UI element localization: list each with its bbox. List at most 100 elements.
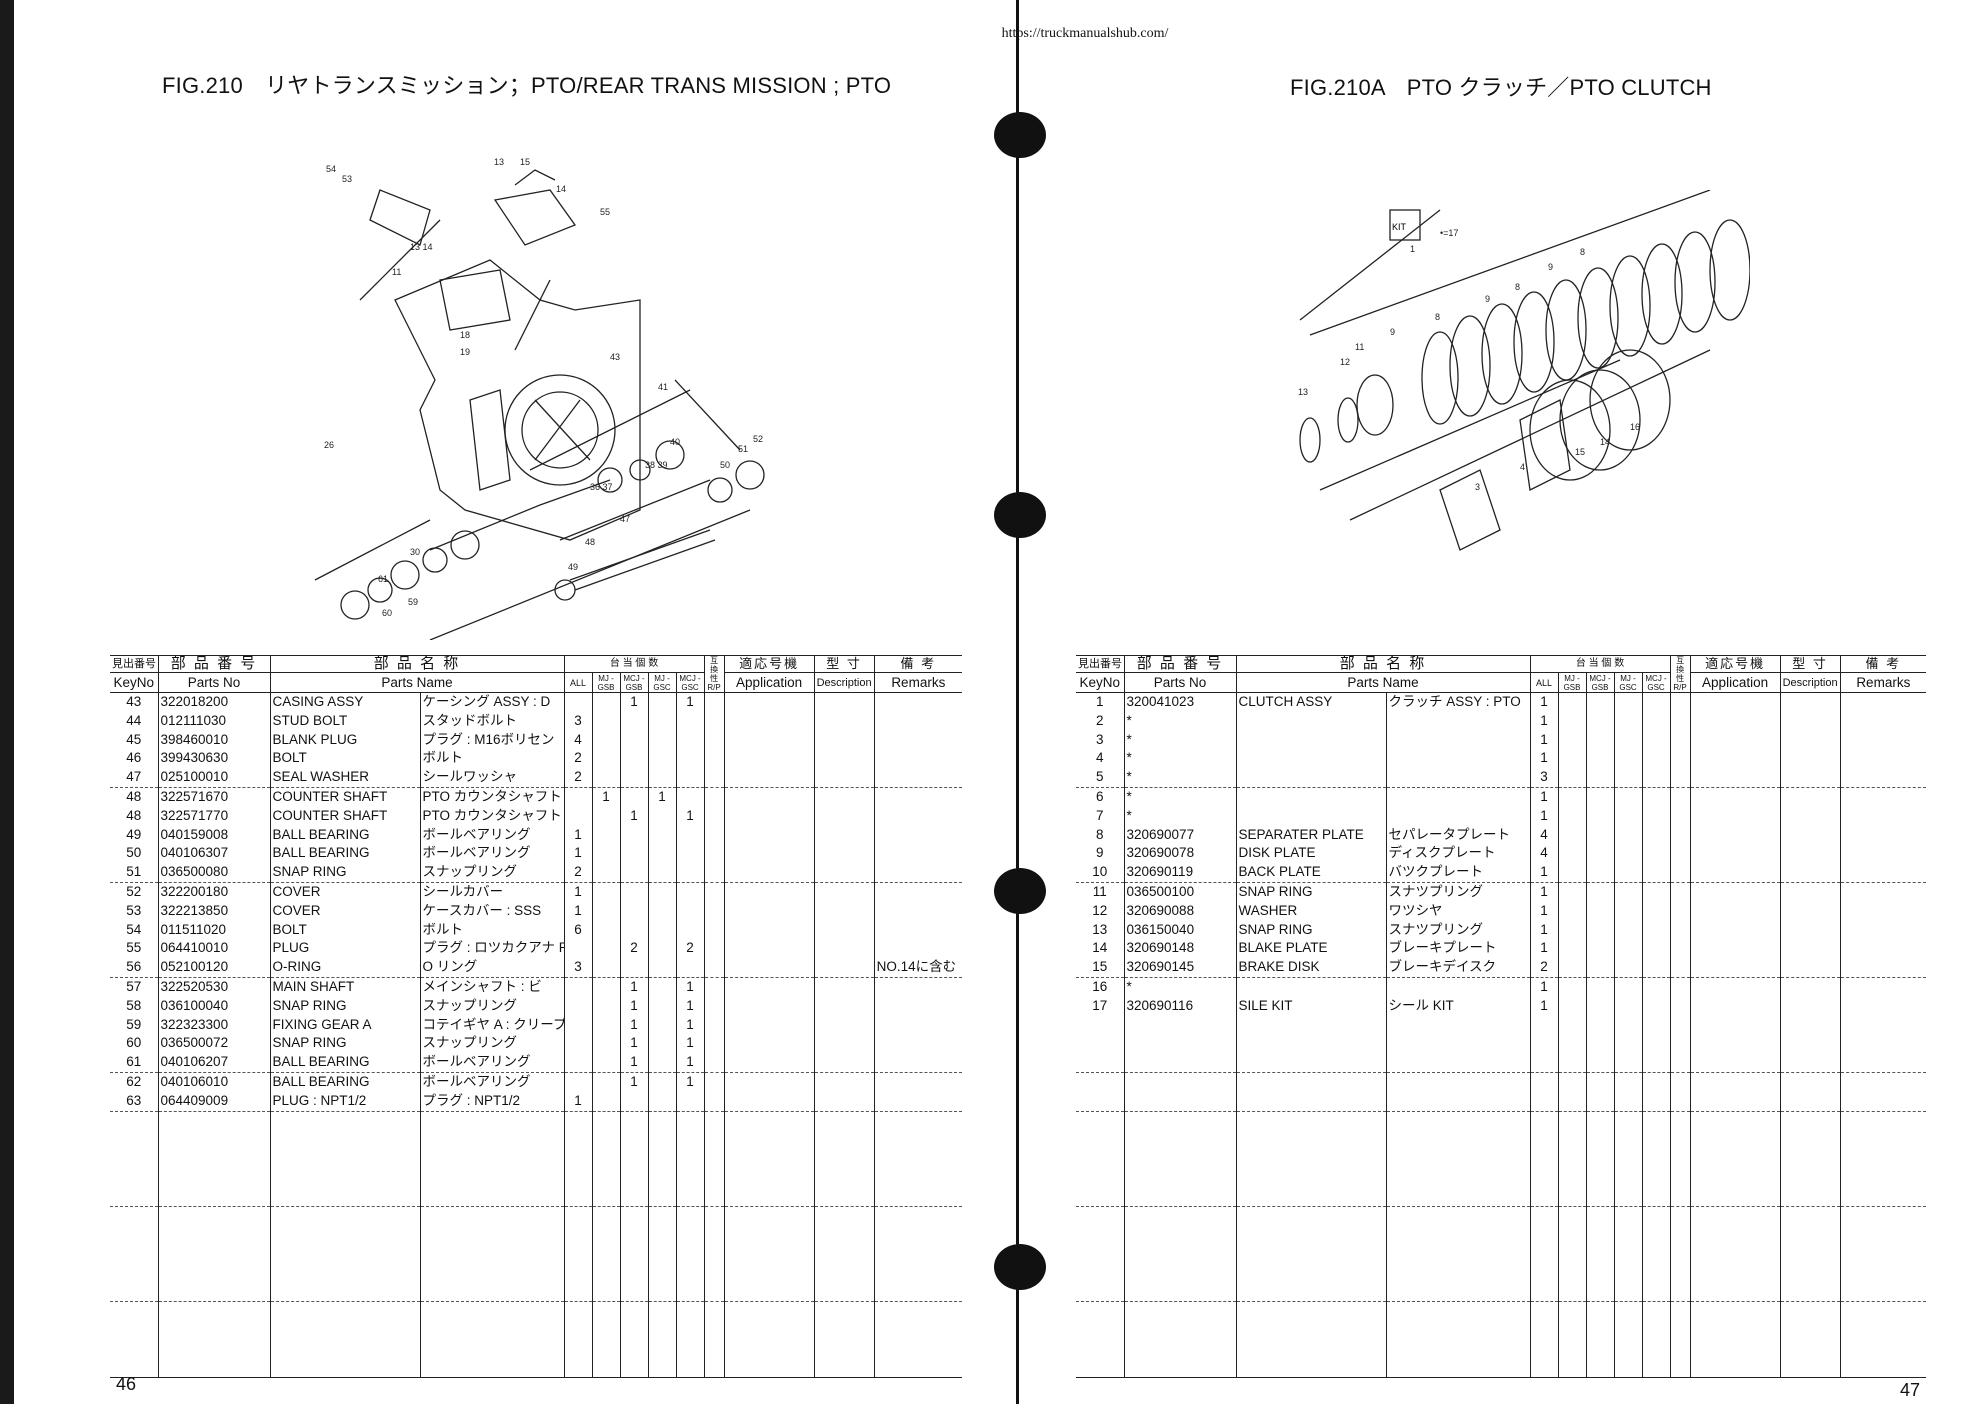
parts-name-jp-cell: スタッドボルト (420, 711, 565, 731)
parts-name-en-cell: STUD BOLT (270, 711, 421, 731)
parts-name-en-cell: DISK PLATE (1236, 844, 1387, 864)
remarks-cell (1840, 712, 1926, 731)
qty-mcj-gsb-cell (1586, 711, 1615, 731)
qty-all-cell (564, 977, 593, 997)
parts-name-en-cell (1236, 1320, 1387, 1340)
remarks-cell (1840, 1206, 1926, 1225)
key-no-cell: 55 (110, 939, 159, 959)
parts-no-cell (158, 1130, 271, 1150)
parts-name-jp-cell (1386, 1015, 1531, 1035)
partsno-header: Parts No (158, 672, 271, 693)
svg-text:38 39: 38 39 (645, 460, 668, 470)
qty-mj-gsc-cell (1614, 1186, 1643, 1207)
qty-mcj-gsc-cell (676, 1167, 705, 1187)
application-cell (1690, 787, 1781, 807)
qty-all-cell: 3 (1530, 768, 1559, 788)
qty-mj-gsb-header: MJ -GSB (1558, 672, 1587, 693)
application-cell (724, 939, 815, 959)
key-no-cell (110, 1206, 159, 1226)
table-row-empty (110, 1111, 962, 1131)
qty-all-cell (1530, 1149, 1559, 1168)
table-row-empty (1076, 1244, 1926, 1263)
key-no-cell (1076, 1320, 1125, 1340)
parts-name-jp-cell: スナップリング (420, 1034, 565, 1054)
partsname-header: Parts Name (1236, 672, 1531, 693)
qty-mj-gsc-cell (648, 711, 677, 731)
qty-mj-gsc-cell (648, 806, 677, 826)
application-cell (724, 1186, 815, 1207)
svg-text:9: 9 (1485, 294, 1490, 304)
qty-all-cell: 1 (564, 901, 593, 921)
remarks-cell (874, 1320, 962, 1339)
qty-mcj-gsb-cell (620, 1167, 649, 1187)
description-cell (814, 1357, 875, 1378)
parts-name-jp-cell (420, 1130, 565, 1150)
remarks-cell (1840, 1186, 1927, 1207)
key-no-cell: 63 (110, 1091, 159, 1112)
parts-no-cell: 052100120 (158, 958, 271, 978)
qty-all-cell: 2 (1530, 958, 1559, 978)
svg-text:8: 8 (1435, 312, 1440, 322)
qty-mcj-gsc-cell: 1 (676, 692, 705, 712)
qty-mcj-gsc-cell (676, 882, 705, 902)
parts-name-jp-cell: ボールベアリング (420, 1053, 565, 1073)
qty-all-cell (1530, 1186, 1559, 1207)
key-no-cell (110, 1167, 159, 1187)
key-no-cell: 48 (110, 806, 159, 826)
qty-mcj-gsb-cell (1586, 1167, 1615, 1187)
parts-name-jp-cell (1386, 749, 1531, 769)
remarks-cell (874, 939, 962, 958)
qty-mj-gsc-cell (1614, 1167, 1643, 1187)
table-row-empty (110, 1339, 962, 1358)
rp-cell (1670, 901, 1691, 921)
parts-name-jp-cell (1386, 977, 1531, 997)
qty-all-cell: 1 (1530, 787, 1559, 807)
qty-mj-gsc-cell (1614, 958, 1643, 978)
parts-name-en-cell (1236, 730, 1387, 750)
parts-no-cell: 322520530 (158, 977, 271, 997)
qty-mcj-gsc-cell (676, 1225, 705, 1245)
remarks-cell (874, 921, 962, 940)
parts-name-jp-cell: クラッチ ASSY : PTO (1386, 692, 1531, 712)
parts-name-en-cell: FIXING GEAR A (270, 1015, 421, 1035)
parts-name-jp-cell (1386, 1111, 1531, 1131)
description-header: Description (1780, 672, 1841, 693)
application-cell (1690, 844, 1781, 864)
qty-mcj-gsb-cell: 1 (620, 1072, 649, 1092)
qty-mj-gsb-cell (1558, 1186, 1587, 1207)
qty-all-cell: 1 (1530, 939, 1559, 959)
qty-mj-gsc-cell (648, 1034, 677, 1054)
key-no-cell: 57 (110, 977, 159, 997)
remarks-cell (1840, 768, 1927, 788)
parts-name-en-cell: SEAL WASHER (270, 768, 421, 788)
description-cell (1780, 787, 1841, 807)
key-no-cell: 12 (1076, 901, 1125, 921)
source-url[interactable]: https://truckmanualshub.com/ (1001, 26, 1169, 41)
description-cell (814, 1149, 875, 1168)
qty-mcj-gsc-cell (1642, 1111, 1671, 1131)
application-cell (1690, 806, 1781, 826)
svg-text:11: 11 (1355, 342, 1364, 352)
remarks-cell (874, 768, 963, 788)
remarks-cell (1840, 1053, 1927, 1073)
parts-name-jp-cell: メインシャフト : ビ (420, 977, 565, 997)
qty-mj-gsb-cell (1558, 1053, 1587, 1073)
qty-mcj-gsb-cell (1586, 1072, 1615, 1092)
parts-name-en-cell: SEPARATER PLATE (1236, 825, 1387, 845)
qty-mcj-gsc-cell (1642, 844, 1671, 864)
binding-hole (994, 492, 1046, 538)
parts-name-jp-cell (1386, 1130, 1531, 1150)
qty-all-cell (1530, 1206, 1559, 1226)
parts-no-cell (1124, 1034, 1237, 1054)
application-cell (1690, 711, 1781, 731)
description-cell (814, 730, 875, 750)
description-cell (814, 711, 875, 731)
qty-mj-gsb-cell (592, 1091, 621, 1112)
qty-mcj-gsc-cell (676, 844, 705, 864)
application-cell (1690, 939, 1781, 959)
